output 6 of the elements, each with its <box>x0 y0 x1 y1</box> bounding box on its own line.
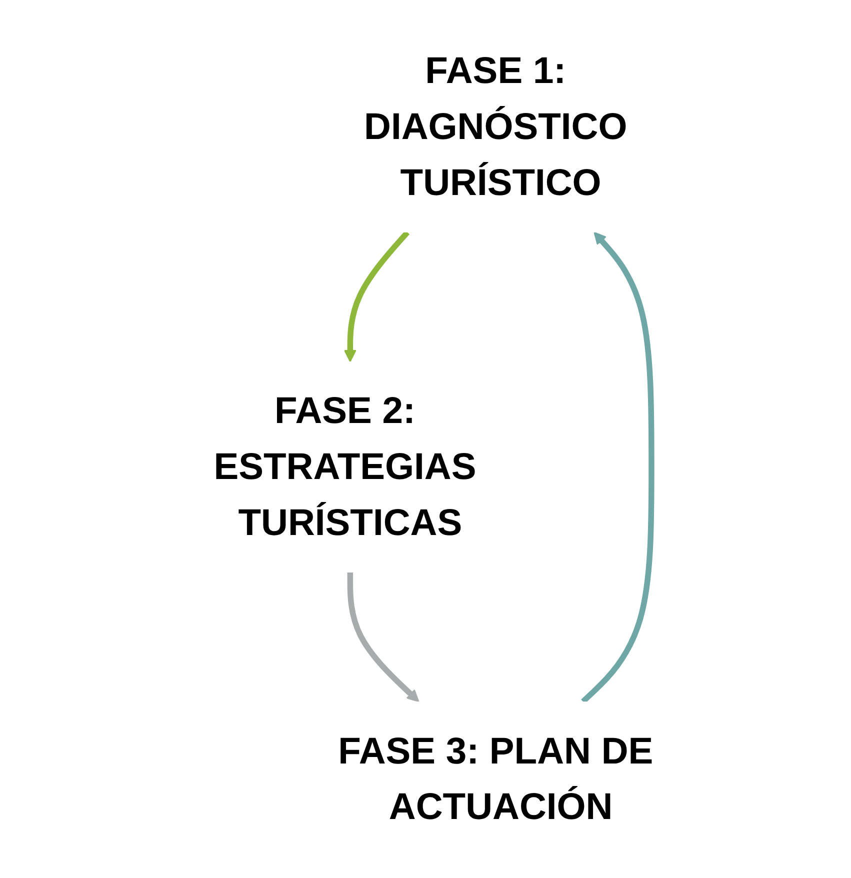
arrow <box>581 232 654 704</box>
arrow <box>344 230 410 362</box>
node-text: FASE 2: ESTRATEGIAS TURÍSTICAS <box>214 388 476 544</box>
node-text: FASE 3: PLAN DE ACTUACIÓN <box>338 728 654 828</box>
arrow <box>347 572 420 702</box>
node-text: FASE 1: DIAGNÓSTICO TURÍSTICO <box>364 48 628 204</box>
